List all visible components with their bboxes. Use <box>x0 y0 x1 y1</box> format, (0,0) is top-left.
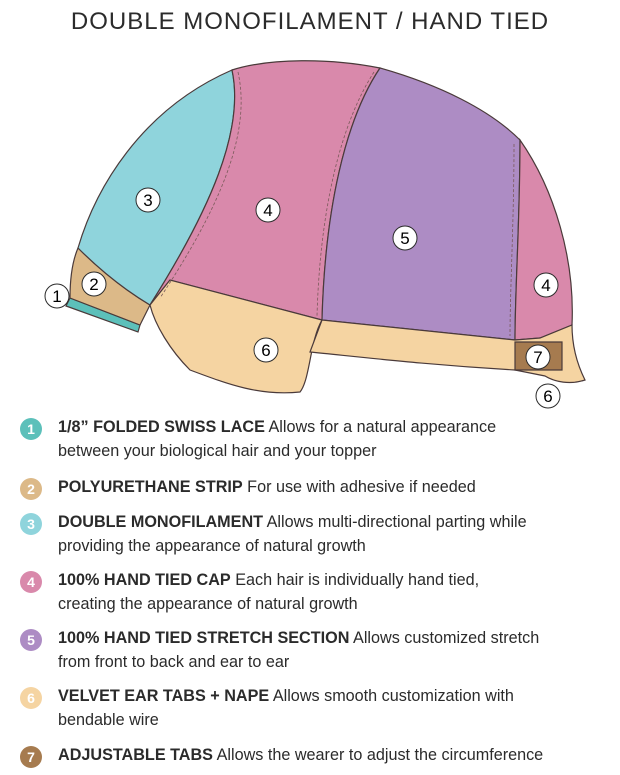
legend-text: 100% HAND TIED CAP Each hair is individu… <box>58 568 608 616</box>
legend-desc: Allows for a natural appearance <box>264 418 497 436</box>
legend-title: ADJUSTABLE TABS <box>58 746 213 764</box>
legend-badge: 7 <box>20 746 42 768</box>
legend-text: VELVET EAR TABS + NAPE Allows smooth cus… <box>58 684 608 732</box>
legend-title: 100% HAND TIED CAP <box>58 571 231 589</box>
legend-desc-2: creating the appearance of natural growt… <box>58 595 358 613</box>
legend-title: 1/8” FOLDED SWISS LACE <box>58 418 265 436</box>
legend-desc-2: from front to back and ear to ear <box>58 653 290 671</box>
legend-desc: Allows customized stretch <box>349 629 540 647</box>
legend-title: DOUBLE MONOFILAMENT <box>58 513 264 531</box>
legend-desc: Allows smooth customization with <box>269 687 514 705</box>
legend-desc: For use with adhesive if needed <box>242 478 476 496</box>
stitch-line-front <box>159 71 242 299</box>
label-5: 5 <box>392 225 418 251</box>
legend-text: 100% HAND TIED STRETCH SECTION Allows cu… <box>58 626 608 674</box>
legend-text: POLYURETHANE STRIP For use with adhesive… <box>58 475 608 499</box>
svg-text:4: 4 <box>263 201 272 220</box>
svg-text:2: 2 <box>89 275 98 294</box>
svg-text:1: 1 <box>52 287 61 306</box>
legend-badge: 4 <box>20 571 42 593</box>
legend-title: POLYURETHANE STRIP <box>58 478 243 496</box>
label-4-front: 4 <box>255 197 281 223</box>
legend-title: VELVET EAR TABS + NAPE <box>58 687 270 705</box>
wig-cap-diagram: 1 2 3 4 5 4 6 7 6 <box>44 60 586 409</box>
legend-badge: 3 <box>20 513 42 535</box>
stitch-line-back <box>509 143 515 337</box>
label-7: 7 <box>525 344 551 370</box>
legend-title: 100% HAND TIED STRETCH SECTION <box>58 629 350 647</box>
svg-text:5: 5 <box>400 229 409 248</box>
legend-desc: Each hair is individually hand tied, <box>230 571 480 589</box>
legend-badge: 2 <box>20 478 42 500</box>
legend-badge: 5 <box>20 629 42 651</box>
svg-text:4: 4 <box>541 276 550 295</box>
label-3: 3 <box>135 187 161 213</box>
legend-desc: Allows the wearer to adjust the circumfe… <box>212 746 544 764</box>
svg-text:6: 6 <box>261 341 270 360</box>
region-hand-back <box>514 138 573 341</box>
page-title: DOUBLE MONOFILAMENT / HAND TIED <box>70 8 550 35</box>
svg-text:6: 6 <box>543 387 552 406</box>
label-1: 1 <box>44 283 70 309</box>
stitch-line-middle <box>316 71 375 317</box>
legend-desc-2: providing the appearance of natural grow… <box>58 537 366 555</box>
legend-text: DOUBLE MONOFILAMENT Allows multi-directi… <box>58 510 608 558</box>
legend-desc-2: between your biological hair and your to… <box>58 442 377 460</box>
legend-badge: 6 <box>20 687 42 709</box>
label-6-nape: 6 <box>535 383 561 409</box>
svg-text:7: 7 <box>533 348 542 367</box>
label-4-back: 4 <box>533 272 559 298</box>
svg-text:3: 3 <box>143 191 152 210</box>
legend-desc: Allows multi-directional parting while <box>263 513 527 531</box>
legend-desc-2: bendable wire <box>58 711 159 729</box>
legend-text: 1/8” FOLDED SWISS LACE Allows for a natu… <box>58 415 608 463</box>
label-2: 2 <box>81 271 107 297</box>
legend-text: ADJUSTABLE TABS Allows the wearer to adj… <box>58 743 608 767</box>
legend-badge: 1 <box>20 418 42 440</box>
label-6-ear: 6 <box>253 337 279 363</box>
